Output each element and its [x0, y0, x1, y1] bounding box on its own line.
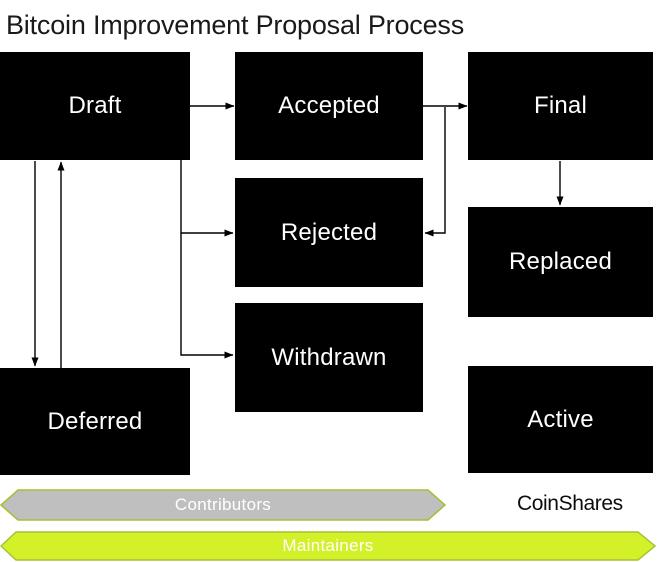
state-label-deferred: Deferred [47, 407, 143, 435]
state-label-withdrawn: Withdrawn [271, 343, 387, 371]
state-label-accepted: Accepted [278, 92, 380, 119]
banner-label-maintainers: Maintainers [282, 536, 374, 555]
state-box-withdrawn[interactable]: Withdrawn [235, 303, 423, 412]
state-label-rejected: Rejected [280, 218, 378, 246]
state-box-active[interactable]: Active [468, 366, 653, 473]
state-box-draft[interactable]: Draft [0, 52, 190, 160]
state-label-draft: Draft [68, 92, 122, 119]
maintainers-arrow-shape [0, 531, 656, 561]
state-label-active: Active [527, 405, 594, 433]
banner-label-contributors: Contributors [174, 495, 272, 514]
state-label-final: Final [533, 92, 588, 119]
state-box-replaced[interactable]: Replaced [468, 207, 653, 317]
state-box-accepted[interactable]: Accepted [235, 52, 423, 160]
contributors-arrow-shape [0, 489, 446, 521]
banner-contributors[interactable]: Contributors [0, 489, 446, 521]
connector-draft-to-rejected [180, 160, 234, 237]
banner-maintainers[interactable]: Maintainers [0, 531, 656, 561]
state-box-final[interactable]: Final [468, 52, 653, 160]
state-box-deferred[interactable]: Deferred [0, 368, 190, 475]
coinshares-logo: CoinShares [517, 492, 623, 515]
connector-draft-to-withdrawn [180, 233, 234, 359]
state-label-replaced: Replaced [508, 248, 612, 275]
connector-accepted-to-rejected [424, 107, 446, 237]
state-box-rejected[interactable]: Rejected [235, 178, 423, 287]
page-title: Bitcoin Improvement Proposal Process [6, 10, 464, 40]
